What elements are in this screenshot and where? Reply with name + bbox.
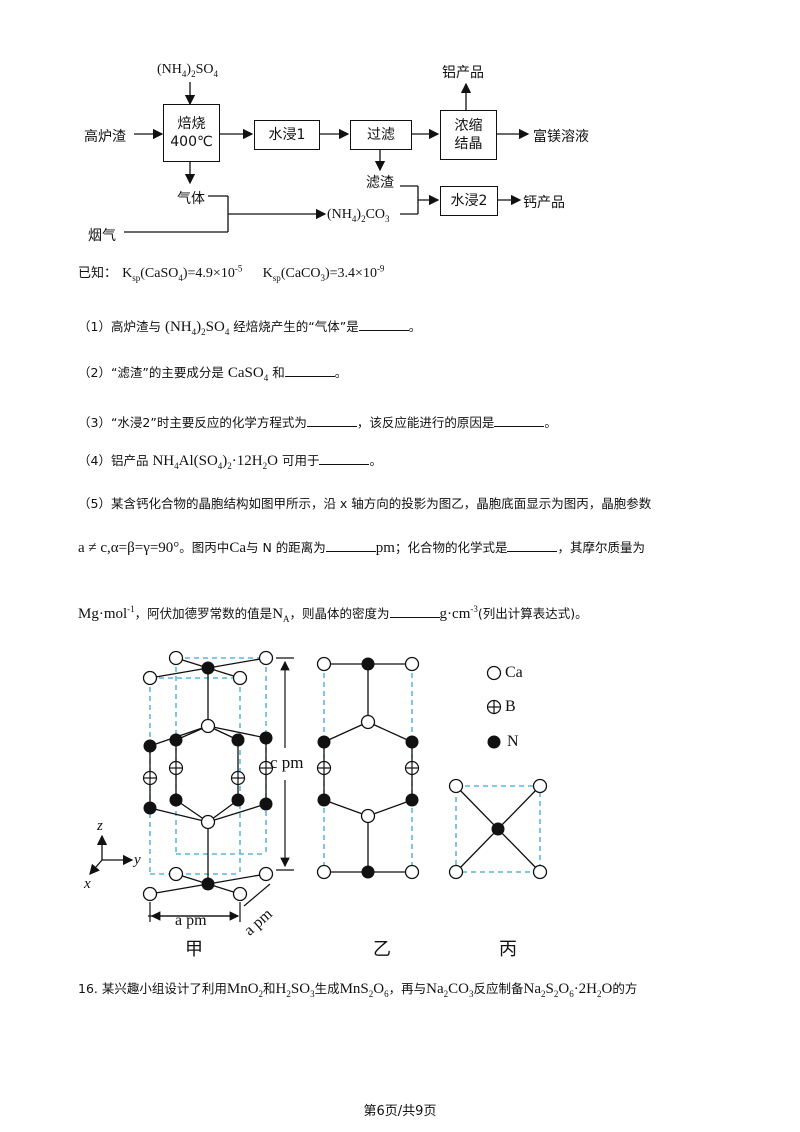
flow-box-leach2: 水浸2: [440, 186, 498, 216]
legend-b-label: B: [505, 698, 516, 715]
legend-n-label: N: [507, 733, 519, 750]
legend-b-symbol: [486, 699, 502, 715]
legend-n-symbol: [487, 735, 501, 749]
flow-output-aluminum: 铝产品: [442, 65, 484, 81]
label-a-pm-1: a pm: [175, 912, 207, 929]
axis-z: z: [96, 818, 103, 834]
crystal-figure: c pm a pm a pm z y x: [83, 650, 548, 939]
ksp-caso4: Ksp(CaSO4)=4.9×10-5: [122, 263, 243, 283]
flow-output-calcium: 钙产品: [523, 195, 565, 211]
question-1: （1）高炉渣与 (NH4)2SO4 经焙烧产生的“气体”是。: [78, 318, 422, 337]
flow-chart-lines: [124, 82, 530, 233]
answer-blank[interactable]: [494, 414, 545, 427]
axis-x: x: [83, 876, 91, 892]
ksp-caco3: Ksp(CaCO3)=3.4×10-9: [262, 263, 385, 283]
answer-blank[interactable]: [358, 318, 409, 331]
flow-output-magnesium: 富镁溶液: [533, 129, 589, 145]
cell-b-atoms: [142, 760, 274, 786]
flow-box-filter: 过滤: [350, 120, 412, 150]
flow-box-concentrate: 浓缩结晶: [440, 110, 497, 160]
label-c-pm: c pm: [270, 753, 304, 772]
legend-ca-symbol: [486, 665, 502, 681]
answer-blank[interactable]: [319, 452, 370, 465]
cell-bonds: [149, 657, 267, 895]
question-2: （2）“滤渣”的主要成分是 CaSO4 和。: [78, 364, 348, 383]
flow-box-leach1: 水浸1: [254, 120, 320, 150]
flow-ammonium-carbonate: (NH4)2CO3: [327, 207, 390, 224]
caption-bing: 丙: [499, 939, 517, 960]
legend-ca-label: Ca: [505, 664, 523, 681]
question-3: （3）“水浸2”时主要反应的化学方程式为，该反应能进行的原因是。: [78, 414, 557, 430]
cell-ca-atoms: [142, 650, 274, 902]
cell-n-atoms: [143, 661, 273, 891]
question-5-line1: （5）某含钙化合物的晶胞结构如图甲所示，沿 x 轴方向的投影为图乙，晶胞底面显示…: [78, 496, 652, 511]
caption-yi: 乙: [373, 939, 391, 960]
axis-y: y: [132, 852, 141, 868]
answer-blank[interactable]: [325, 539, 376, 552]
answer-blank[interactable]: [306, 414, 357, 427]
answer-blank[interactable]: [507, 539, 558, 552]
answer-blank[interactable]: [284, 364, 335, 377]
caption-jia: 甲: [185, 939, 203, 960]
flow-input-slag: 高炉渣: [84, 129, 126, 145]
question-4: （4）铝产品 NH4Al(SO4)2·12H2O 可用于。: [78, 452, 382, 471]
question-16: 16. 某兴趣小组设计了利用MnO2和H2SO3生成MnS2O6，再与Na2CO…: [78, 981, 638, 999]
answer-blank[interactable]: [389, 605, 440, 618]
known-ksp-line: 已知： Ksp(CaSO4)=4.9×10-5 Ksp(CaCO3)=3.4×1…: [78, 263, 385, 283]
label-a-pm-2: a pm: [241, 905, 276, 939]
flow-residue: 滤渣: [366, 175, 394, 191]
flow-gas: 气体: [177, 191, 205, 207]
flow-flue-gas: 烟气: [88, 228, 116, 244]
cell-dashed-frame: [149, 657, 267, 875]
page-footer: 第6页/共9页: [363, 1104, 437, 1119]
flow-reagent-ammonium-sulfate: (NH4)2SO4: [157, 62, 218, 79]
